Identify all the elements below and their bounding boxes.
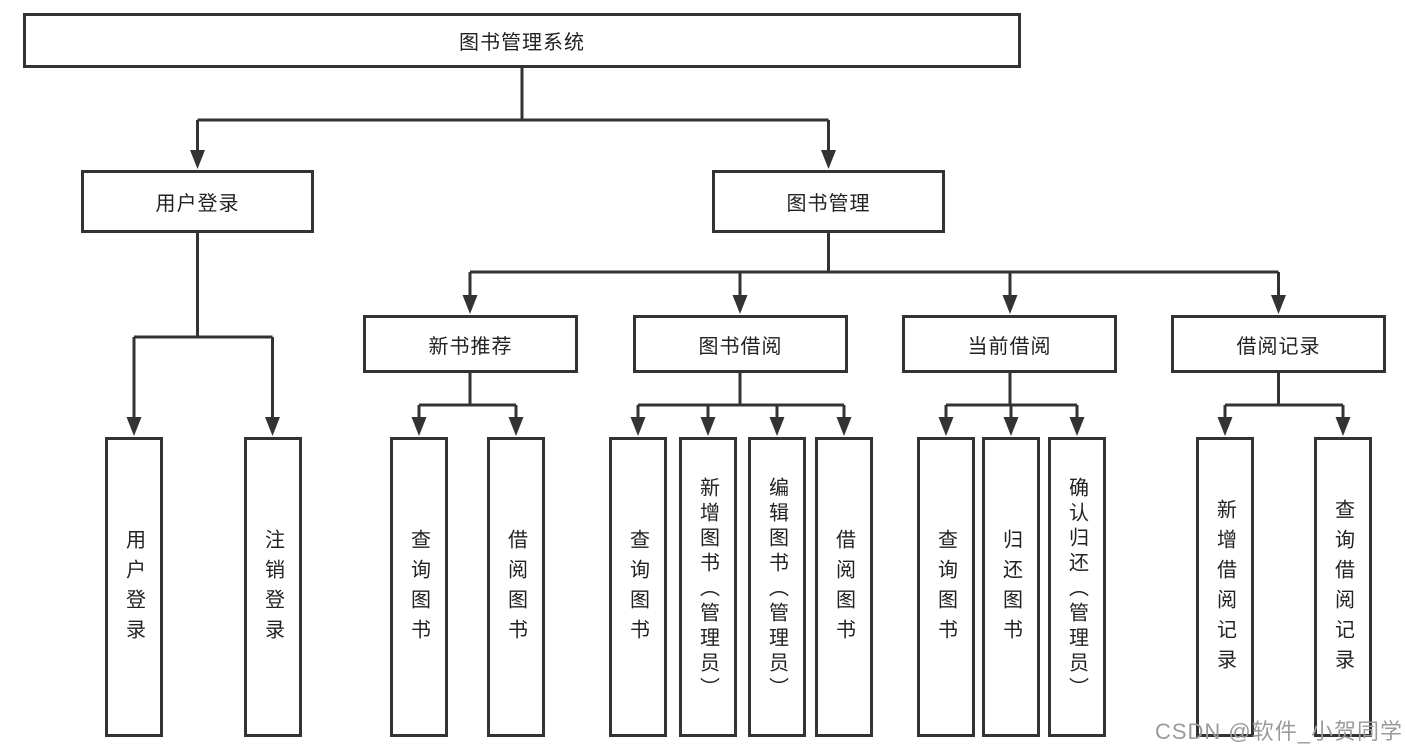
arrowhead [769, 417, 785, 436]
connector-book-borrow-children [636, 373, 846, 419]
connector-root-to-level2 [196, 68, 830, 152]
node-query-books-recommend: 查询图书 [390, 437, 448, 737]
node-root-system: 图书管理系统 [23, 13, 1021, 68]
node-confirm-return-admin: 确认归还（管理员） [1048, 437, 1106, 737]
csdn-watermark: CSDN @软件_小贺同学 [1154, 719, 1403, 744]
arrowhead [1335, 417, 1351, 436]
node-borrow-books: 借阅图书 [815, 437, 873, 737]
arrowheads [126, 150, 1351, 436]
arrowhead [508, 417, 524, 436]
arrowhead [462, 295, 478, 314]
arrowhead [1271, 295, 1286, 314]
node-login: 用户登录 [105, 437, 163, 737]
node-edit-book-admin: 编辑图书（管理员） [748, 437, 806, 737]
node-new-book-recommend: 新书推荐 [363, 315, 578, 373]
node-user-login-branch: 用户登录 [81, 170, 314, 233]
arrowhead [1003, 417, 1019, 436]
node-query-books-current: 查询图书 [917, 437, 975, 737]
arrowhead [1217, 417, 1233, 436]
arrowhead [836, 417, 852, 436]
node-current-borrow: 当前借阅 [902, 315, 1117, 373]
node-add-book-admin: 新增图书（管理员） [679, 437, 737, 737]
arrowhead [630, 417, 646, 436]
connector-borrow-record-children [1223, 373, 1345, 419]
arrowhead [190, 150, 205, 169]
arrowhead [732, 295, 748, 314]
arrowhead [265, 417, 280, 436]
arrowhead [821, 150, 836, 169]
node-logout: 注销登录 [244, 437, 302, 737]
node-book-management-branch: 图书管理 [712, 170, 945, 233]
arrowhead [1069, 417, 1085, 436]
node-add-borrow-record: 新增借阅记录 [1196, 437, 1254, 737]
arrowhead [1002, 295, 1018, 314]
connector-paths [132, 68, 1345, 419]
node-return-books: 归还图书 [982, 437, 1040, 737]
node-query-books-borrow: 查询图书 [609, 437, 667, 737]
arrowhead [700, 417, 716, 436]
node-query-borrow-record: 查询借阅记录 [1314, 437, 1372, 737]
arrowhead [938, 417, 954, 436]
node-book-borrow: 图书借阅 [633, 315, 848, 373]
connector-new-book-children [417, 373, 518, 419]
connector-book-management-children [468, 233, 1280, 297]
node-borrow-records: 借阅记录 [1171, 315, 1386, 373]
arrowhead [411, 417, 427, 436]
connector-current-borrow-children [944, 373, 1079, 419]
node-borrow-books-recommend: 借阅图书 [487, 437, 545, 737]
arrowhead [126, 417, 142, 436]
connector-user-login-children [132, 233, 274, 419]
